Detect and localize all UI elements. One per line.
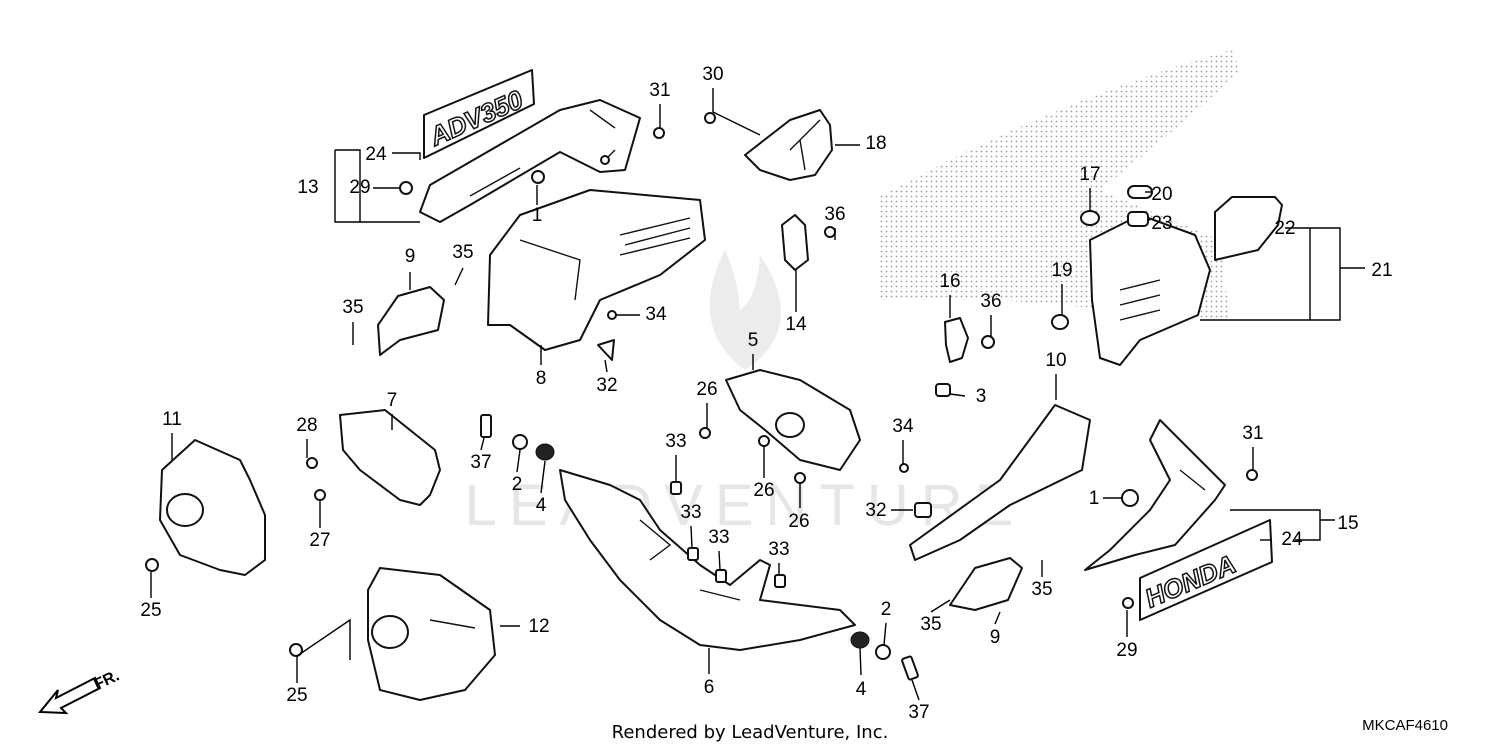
callout-31: 31 bbox=[649, 80, 670, 101]
callout-14: 14 bbox=[785, 314, 807, 335]
callout-29: 29 bbox=[1116, 640, 1137, 661]
callout-1: 1 bbox=[532, 205, 543, 226]
side-cover-upper[interactable] bbox=[419, 99, 641, 223]
callout-30: 30 bbox=[702, 64, 723, 85]
callout-13: 13 bbox=[297, 177, 318, 198]
callout-15: 15 bbox=[1337, 513, 1358, 534]
callout-35: 35 bbox=[1031, 579, 1052, 600]
callout-37: 37 bbox=[908, 702, 929, 723]
callout-26: 26 bbox=[788, 511, 809, 532]
callout-4: 4 bbox=[856, 679, 867, 700]
callout-3: 3 bbox=[976, 386, 987, 407]
callout-9: 9 bbox=[405, 246, 416, 267]
callout-29: 29 bbox=[349, 177, 370, 198]
callout-32: 32 bbox=[596, 375, 617, 396]
callout-25: 25 bbox=[286, 685, 307, 706]
callout-1: 1 bbox=[1089, 488, 1100, 509]
front-arrow: FR. bbox=[37, 667, 123, 715]
side-cover-right[interactable] bbox=[1084, 419, 1226, 571]
callout-27: 27 bbox=[309, 530, 330, 551]
callout-11: 11 bbox=[162, 409, 182, 430]
cover-7[interactable] bbox=[339, 409, 441, 506]
footer-credit: Rendered by LeadVenture, Inc. bbox=[612, 722, 889, 743]
callout-7: 7 bbox=[387, 390, 398, 411]
callout-8: 8 bbox=[536, 368, 547, 389]
callout-35: 35 bbox=[452, 242, 473, 263]
bracket-16[interactable] bbox=[944, 317, 969, 363]
inner-panel[interactable] bbox=[487, 189, 706, 351]
callout-6: 6 bbox=[704, 677, 715, 698]
callout-26: 26 bbox=[753, 480, 774, 501]
callout-19: 19 bbox=[1051, 260, 1072, 281]
grommet-17[interactable] bbox=[1080, 210, 1100, 226]
callout-33: 33 bbox=[665, 431, 686, 452]
front-marker-text: FR. bbox=[92, 667, 123, 693]
callout-20: 20 bbox=[1151, 184, 1172, 205]
lower-cover-right[interactable] bbox=[909, 404, 1091, 561]
callout-32: 32 bbox=[865, 500, 886, 521]
callout-33: 33 bbox=[708, 527, 729, 548]
callout-21: 21 bbox=[1371, 260, 1392, 281]
callout-4: 4 bbox=[536, 495, 547, 516]
callout-37: 37 bbox=[470, 452, 491, 473]
callout-9: 9 bbox=[990, 627, 1001, 648]
callout-24: 24 bbox=[1281, 529, 1303, 550]
callout-34: 34 bbox=[892, 416, 914, 437]
small-cover-lower[interactable] bbox=[949, 557, 1023, 611]
callout-33: 33 bbox=[680, 502, 701, 523]
callout-17: 17 bbox=[1079, 164, 1100, 185]
callout-23: 23 bbox=[1151, 213, 1172, 234]
callout-31: 31 bbox=[1242, 423, 1263, 444]
diagram-code: MKCAF4610 bbox=[1362, 717, 1448, 734]
cap-23[interactable] bbox=[1127, 211, 1149, 227]
callout-2: 2 bbox=[881, 599, 892, 620]
callout-12: 12 bbox=[528, 616, 549, 637]
floor-panel[interactable] bbox=[559, 469, 856, 651]
center-cover[interactable] bbox=[725, 369, 861, 471]
front-arrow-icon bbox=[37, 676, 102, 715]
headlight-cover-left[interactable] bbox=[159, 439, 266, 576]
callout-5: 5 bbox=[748, 330, 759, 351]
bracket-18[interactable] bbox=[744, 109, 833, 181]
callout-36: 36 bbox=[824, 204, 845, 225]
callout-35: 35 bbox=[342, 297, 363, 318]
callout-18: 18 bbox=[865, 133, 886, 154]
grommet-19[interactable] bbox=[1051, 314, 1069, 330]
callout-28: 28 bbox=[296, 415, 317, 436]
callout-33: 33 bbox=[768, 539, 789, 560]
callout-10: 10 bbox=[1045, 350, 1066, 371]
callout-22: 22 bbox=[1274, 218, 1295, 239]
callout-16: 16 bbox=[939, 271, 960, 292]
callout-34: 34 bbox=[645, 304, 667, 325]
headlight-cover-lower[interactable] bbox=[367, 567, 496, 701]
small-cover-upper[interactable] bbox=[377, 286, 445, 356]
nut-3[interactable] bbox=[935, 383, 951, 397]
panel-22[interactable] bbox=[1214, 196, 1283, 261]
callout-26: 26 bbox=[696, 379, 717, 400]
fasteners bbox=[145, 112, 1258, 681]
callout-24: 24 bbox=[365, 144, 387, 165]
callout-25: 25 bbox=[140, 600, 161, 621]
leader-lines bbox=[150, 88, 1365, 701]
meter-cover[interactable] bbox=[1089, 214, 1211, 366]
callout-2: 2 bbox=[512, 474, 523, 495]
callout-36: 36 bbox=[980, 291, 1001, 312]
callout-35: 35 bbox=[920, 614, 941, 635]
clip-14[interactable] bbox=[781, 214, 809, 271]
